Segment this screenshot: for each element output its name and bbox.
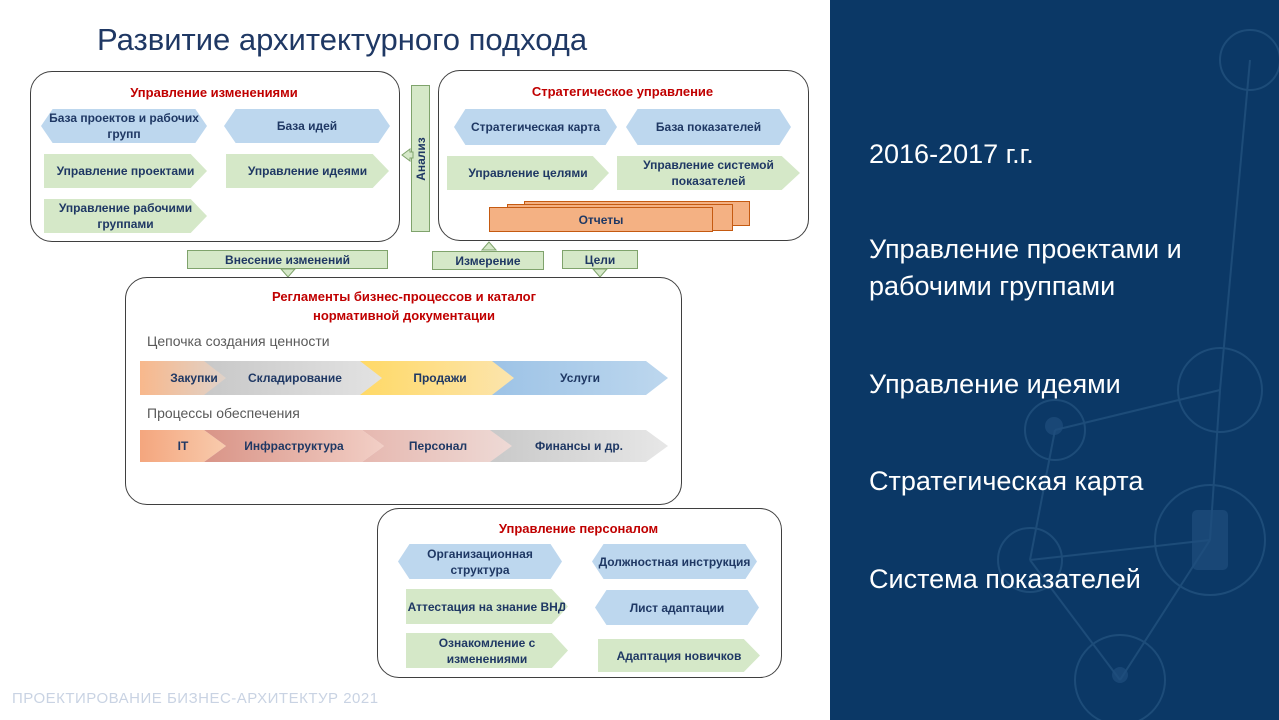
support-step-3: Персонал [362, 430, 514, 462]
right-panel-item-1: 2016-2017 г.г. [869, 139, 1034, 169]
workgroup-management-shape: Управление рабочими группами [44, 199, 207, 233]
regulations-title: Регламенты бизнес-процессов и каталог но… [271, 289, 537, 323]
project-management-shape: Управление проектами [44, 154, 207, 188]
goal-management-shape: Управление целями [447, 156, 609, 190]
change-familiarization-shape: Ознакомление с изменениями [406, 633, 568, 668]
ideas-base-shape: База идей [224, 109, 390, 143]
kpi-system-management-shape: Управление системой показателей [617, 156, 800, 190]
right-panel-item-3: Управление идеями [869, 369, 1121, 399]
support-processes-label: Процессы обеспечения [147, 405, 300, 421]
right-panel-item-2: Управление проектами и рабочими группами [869, 234, 1182, 301]
adaptation-sheet-shape: Лист адаптации [595, 590, 759, 625]
changes-connector: Внесение изменений [187, 250, 388, 269]
measure-connector: Измерение [432, 251, 544, 270]
goals-arrow-icon [592, 268, 608, 278]
value-chain-label: Цепочка создания ценности [147, 333, 330, 349]
analysis-arrow-icon [401, 148, 414, 162]
value-chain-step-4: Услуги [492, 361, 668, 395]
value-chain-step-3: Продажи [360, 361, 520, 395]
job-description-shape: Должностная инструкция [592, 544, 757, 579]
kpi-base-shape: База показателей [626, 109, 791, 145]
network-pattern-icon [997, 29, 1279, 720]
projects-base-shape: База проектов и рабочих групп [41, 109, 207, 143]
value-chain-step-2: Складирование [204, 361, 386, 395]
right-panel-item-4: Стратегическая карта [869, 466, 1144, 496]
right-panel-item-5: Система показателей [869, 564, 1141, 594]
newcomer-adaptation-shape: Адаптация новичков [598, 639, 760, 672]
right-panel: 2016-2017 г.г. Управление проектами и ра… [830, 0, 1279, 720]
org-structure-shape: Организационная структура [398, 544, 562, 579]
analysis-label: Анализ [413, 136, 428, 181]
goals-connector: Цели [562, 250, 638, 269]
footer-text: ПРОЕКТИРОВАНИЕ БИЗНЕС-АРХИТЕКТУР 2021 [12, 690, 379, 707]
page-title: Развитие архитектурного подхода [97, 22, 588, 57]
changes-arrow-icon [280, 268, 296, 278]
change-management-title: Управление изменениями [130, 85, 298, 100]
hr-title: Управление персоналом [498, 521, 659, 536]
reports-shape: Отчеты [489, 207, 713, 232]
strategy-map-shape: Стратегическая карта [454, 109, 617, 145]
measure-arrow-icon [481, 241, 497, 251]
support-step-4: Финансы и др. [490, 430, 668, 462]
certification-shape: Аттестация на знание ВНД [406, 589, 568, 624]
idea-management-shape: Управление идеями [226, 154, 389, 188]
strategic-management-title: Стратегическое управление [531, 84, 714, 99]
support-step-2: Инфраструктура [204, 430, 384, 462]
